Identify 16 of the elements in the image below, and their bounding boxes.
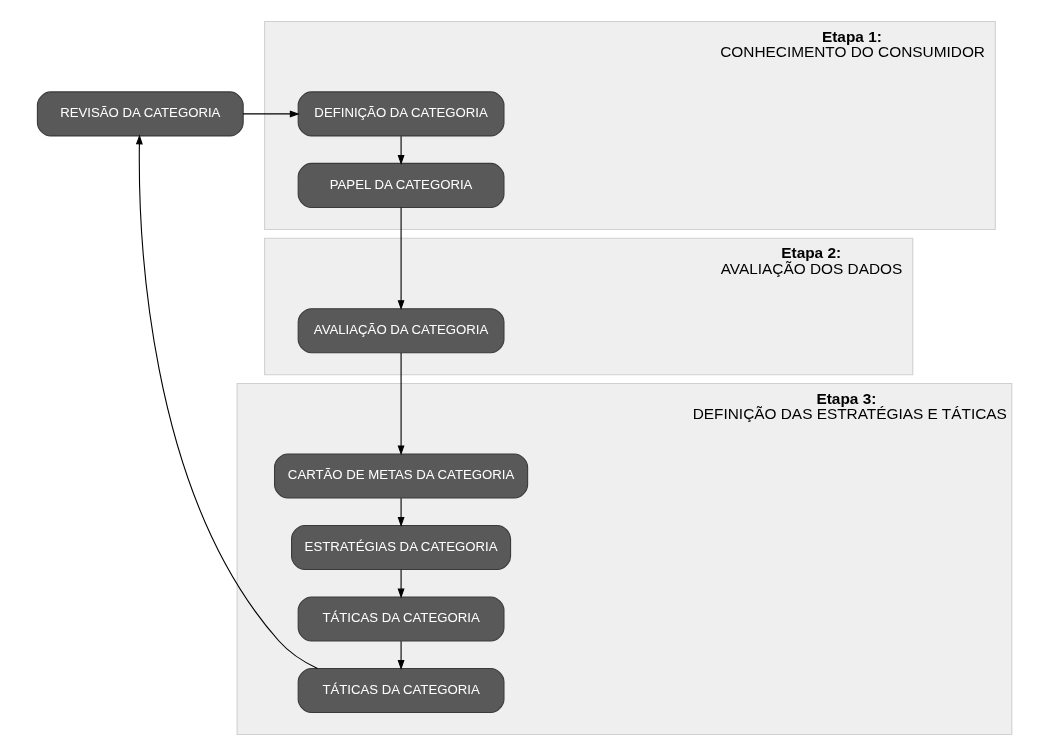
node-box: DEFINIÇÃO DA CATEGORIA [297, 91, 505, 137]
node-box: REVISÃO DA CATEGORIA [36, 91, 244, 137]
arrow [397, 207, 405, 311]
node-box: CARTÃO DE METAS DA CATEGORIA [273, 453, 528, 499]
arrow [397, 497, 405, 527]
node-box: PAPEL DA CATEGORIA [297, 162, 505, 208]
arrow [397, 135, 405, 165]
node-box: TÁTICAS DA CATEGORIA [297, 596, 505, 642]
arrow [397, 569, 405, 599]
node-box: ESTRATÉGIAS DA CATEGORIA [290, 524, 511, 570]
node-box: AVALIAÇÃO DA CATEGORIA [297, 308, 505, 354]
arrow [397, 640, 405, 671]
arrow [397, 352, 405, 456]
arrow [135, 134, 318, 670]
arrow [242, 110, 300, 118]
node-box: TÁTICAS DA CATEGORIA [297, 667, 505, 714]
